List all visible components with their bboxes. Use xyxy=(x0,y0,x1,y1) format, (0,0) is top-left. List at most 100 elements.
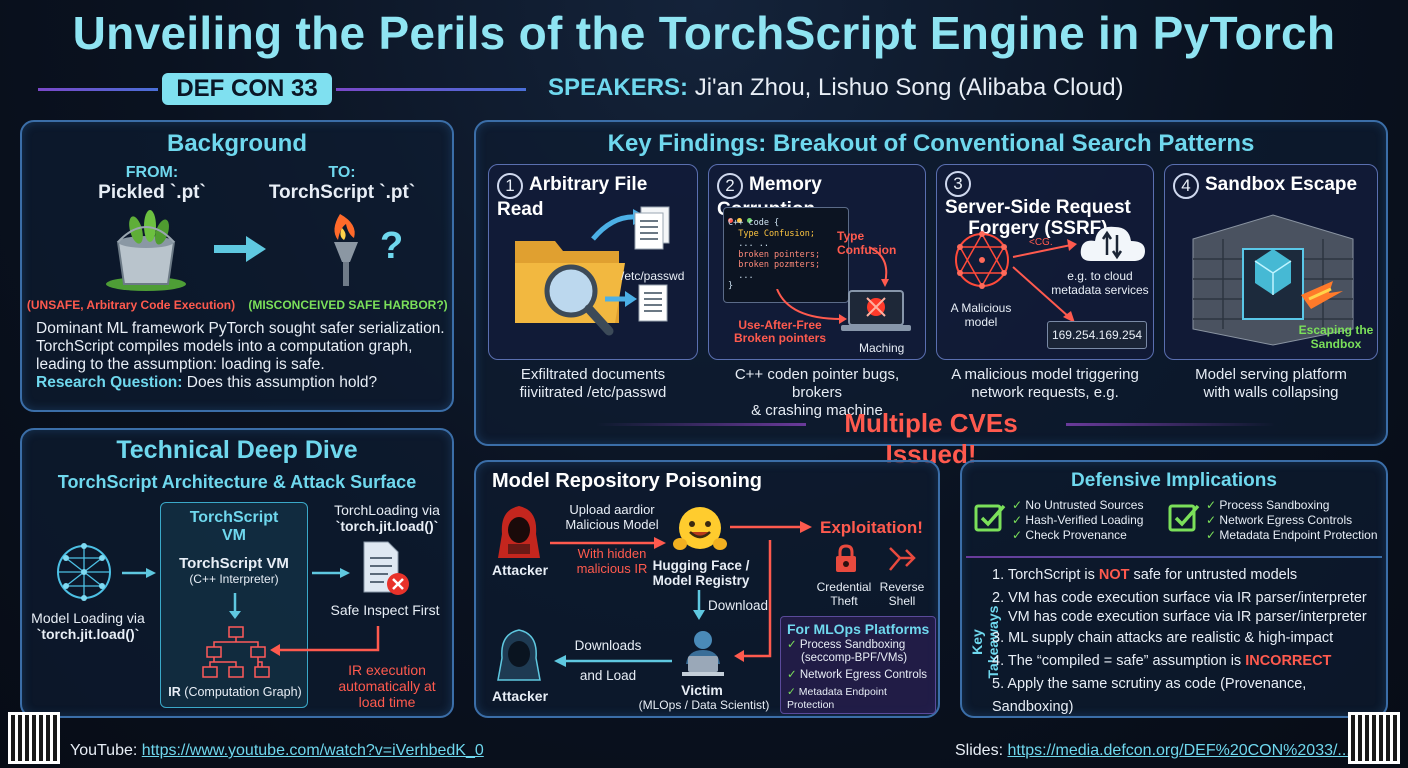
background-panel: Background FROM: Pickled `.pt` TO: Torch… xyxy=(20,120,454,412)
speakers-names: Ji'an Zhou, Lishuo Song (Alibaba Cloud) xyxy=(694,74,1124,101)
etc-passwd-label: /etc/passwd xyxy=(621,269,685,283)
finding-2-caption-1: C++ coden pointer bugs, brokers xyxy=(734,366,900,401)
mlops-item: ✓ Metadata Endpoint Protection xyxy=(787,686,887,711)
takeaway-3: 3. ML supply chain attacks are realistic… xyxy=(992,630,1334,646)
load-arrow-icon xyxy=(122,568,156,578)
finding-1-caption-2: fiiviitrated /etc/passwd xyxy=(519,384,667,401)
folder-magnifier-icon xyxy=(515,206,670,336)
background-para-2: TorchScript compiles models into a compu… xyxy=(36,338,413,355)
slides-link[interactable]: https://media.defcon.org/DEF%20CON%2033/… xyxy=(1007,742,1351,759)
slides-qr-code[interactable] xyxy=(1348,712,1400,764)
to-value: TorchScript `.pt` xyxy=(268,182,416,203)
reverse-shell-icon xyxy=(889,547,916,571)
youtube-qr-code[interactable] xyxy=(8,712,60,764)
ir-execution-note: IR execution automatically at load time xyxy=(338,662,436,710)
page-title: Unveiling the Perils of the TorchScript … xyxy=(72,7,1336,59)
checkbox-right-icon xyxy=(1168,504,1200,532)
uaf-label: Use-After-Free Broken pointers xyxy=(733,318,826,345)
rq-text: Does this assumption hold? xyxy=(186,374,378,391)
cg-label: <CG. xyxy=(1029,237,1053,248)
sandbox-walls-icon xyxy=(1192,214,1354,346)
background-para-1: Dominant ML framework PyTorch sought saf… xyxy=(36,320,445,337)
deep-dive-subtitle: TorchScript Architecture & Attack Surfac… xyxy=(57,472,417,492)
downloads-arrow-icon xyxy=(554,655,672,667)
rq-label: Research Question: xyxy=(36,374,183,391)
slides-link-row: Slides: https://media.defcon.org/DEF%20C… xyxy=(955,742,1351,760)
speakers-label: SPEAKERS: xyxy=(548,74,689,101)
finding-3-caption-2: network requests, e.g. xyxy=(971,384,1119,401)
finding-2-caption-2: & crashing machine xyxy=(751,402,883,419)
mlops-title: For MLOps Platforms xyxy=(787,621,930,637)
from-value: Pickled `.pt` xyxy=(98,182,206,203)
finding-1-caption: Exfiltrated documents fiiviitrated /etc/… xyxy=(488,366,698,402)
exploitation-label: Exploitation! xyxy=(820,518,923,537)
laptop-alert-icon xyxy=(841,246,911,331)
poisoning-title: Model Repository Poisoning xyxy=(492,470,763,492)
defensive-item: ✓ Check Provenance xyxy=(1012,528,1127,542)
upload-arrow-icon xyxy=(550,537,666,549)
defensive-title: Defensive Implications xyxy=(1071,470,1277,491)
finding-4-title: Sandbox Escape xyxy=(1205,174,1358,196)
defensive-item: ✓ No Untrusted Sources xyxy=(1012,498,1144,512)
defensive-panel: Defensive Implications ✓ No Untrusted So… xyxy=(960,460,1388,718)
victim-exploit-arrow-icon xyxy=(734,540,772,662)
credential-lock-icon xyxy=(836,544,856,572)
defensive-item: ✓ Process Sandboxing xyxy=(1206,498,1330,512)
cves-divider-left xyxy=(596,423,806,426)
finding-4-caption: Model serving platform with walls collap… xyxy=(1164,366,1378,402)
cloud-icon xyxy=(1080,226,1145,261)
takeaway-1: 1. TorchScript is NOT safe for untrusted… xyxy=(992,567,1298,583)
hf-label: Hugging Face / Model Registry xyxy=(652,558,750,588)
escaping-label: Escaping the Sandbox xyxy=(1298,323,1374,351)
defensive-item: ✓ Network Egress Controls xyxy=(1206,513,1353,527)
finding-4-number: 4 xyxy=(1173,173,1199,199)
credential-theft-label: Credential Theft xyxy=(816,580,872,608)
takeaway-5: 5. Apply the same scrutiny as code (Prov… xyxy=(992,676,1307,715)
to-note: (MISCONCEIVED SAFE HARBOR?) xyxy=(248,298,448,312)
to-label: TO: xyxy=(328,164,356,181)
computation-graph-icon xyxy=(202,626,270,678)
vm-down-arrow-icon xyxy=(229,593,241,619)
takeaways-list: 1. TorchScript is NOT safe for untrusted… xyxy=(992,564,1386,719)
takeaway-2: 2. VM has code execution surface via IR … xyxy=(992,590,1367,625)
poisoning-panel: Model Repository Poisoning Attacker Uplo… xyxy=(474,460,940,718)
attacker-icon-2 xyxy=(497,629,541,681)
defensive-divider xyxy=(966,556,1382,558)
vm-box: TorchScript VM TorchScript VM (C++ Inter… xyxy=(160,502,308,708)
attacker-hooded-icon xyxy=(498,506,540,558)
youtube-label: YouTube: xyxy=(70,742,138,759)
finding-2-number: 2 xyxy=(717,173,743,199)
finding-1-title: Arbitrary File Read xyxy=(497,174,648,220)
model-loading-label: Model Loading via `torch.jit.load()` xyxy=(31,610,145,642)
background-title: Background xyxy=(166,130,307,157)
defensive-item: ✓ Hash-Verified Loading xyxy=(1012,513,1144,527)
finding-sandbox-escape: 4 Sandbox Escape Escaping the Sandbox xyxy=(1164,164,1378,360)
takeaway-4: 4. The “compiled = safe” assumption is I… xyxy=(992,653,1332,669)
torch-icon: ? xyxy=(334,214,403,286)
defensive-right-list: ✓ Process Sandboxing ✓ Network Egress Co… xyxy=(1206,498,1378,543)
background-description: Dominant ML framework PyTorch sought saf… xyxy=(36,320,450,392)
vm-sub: (C++ Interpreter) xyxy=(189,572,279,586)
pickle-bucket-icon xyxy=(106,210,186,291)
code-lines: C++ code { Type Confusion; ... .. broken… xyxy=(728,218,821,291)
svg-text:?: ? xyxy=(380,225,403,267)
ssrf-arrows-icon xyxy=(1012,239,1077,323)
finding-4-caption-1: Model serving platform xyxy=(1195,366,1347,383)
victim-label: Victim xyxy=(681,682,723,698)
youtube-link[interactable]: https://www.youtube.com/watch?v=iVerhbed… xyxy=(141,742,484,759)
cves-divider-right xyxy=(1066,423,1276,426)
mlops-item: ✓ Process Sandboxing xyxy=(787,639,906,651)
reverse-shell-label: Reverse Shell xyxy=(879,580,925,608)
finding-1-caption-1: Exfiltrated documents xyxy=(520,366,666,383)
key-findings-panel: Key Findings: Breakout of Conventional S… xyxy=(474,120,1388,469)
deep-dive-panel: Technical Deep Dive TorchScript Architec… xyxy=(20,428,454,718)
finding-4-caption-2: with walls collapsing xyxy=(1203,384,1339,401)
finding-3-number: 3 xyxy=(945,171,971,197)
torchloading-label: TorchLoading via `torch.jit.load()` xyxy=(334,502,440,534)
defensive-item: ✓ Metadata Endpoint Protection xyxy=(1206,528,1378,542)
hugging-face-icon xyxy=(673,507,727,550)
